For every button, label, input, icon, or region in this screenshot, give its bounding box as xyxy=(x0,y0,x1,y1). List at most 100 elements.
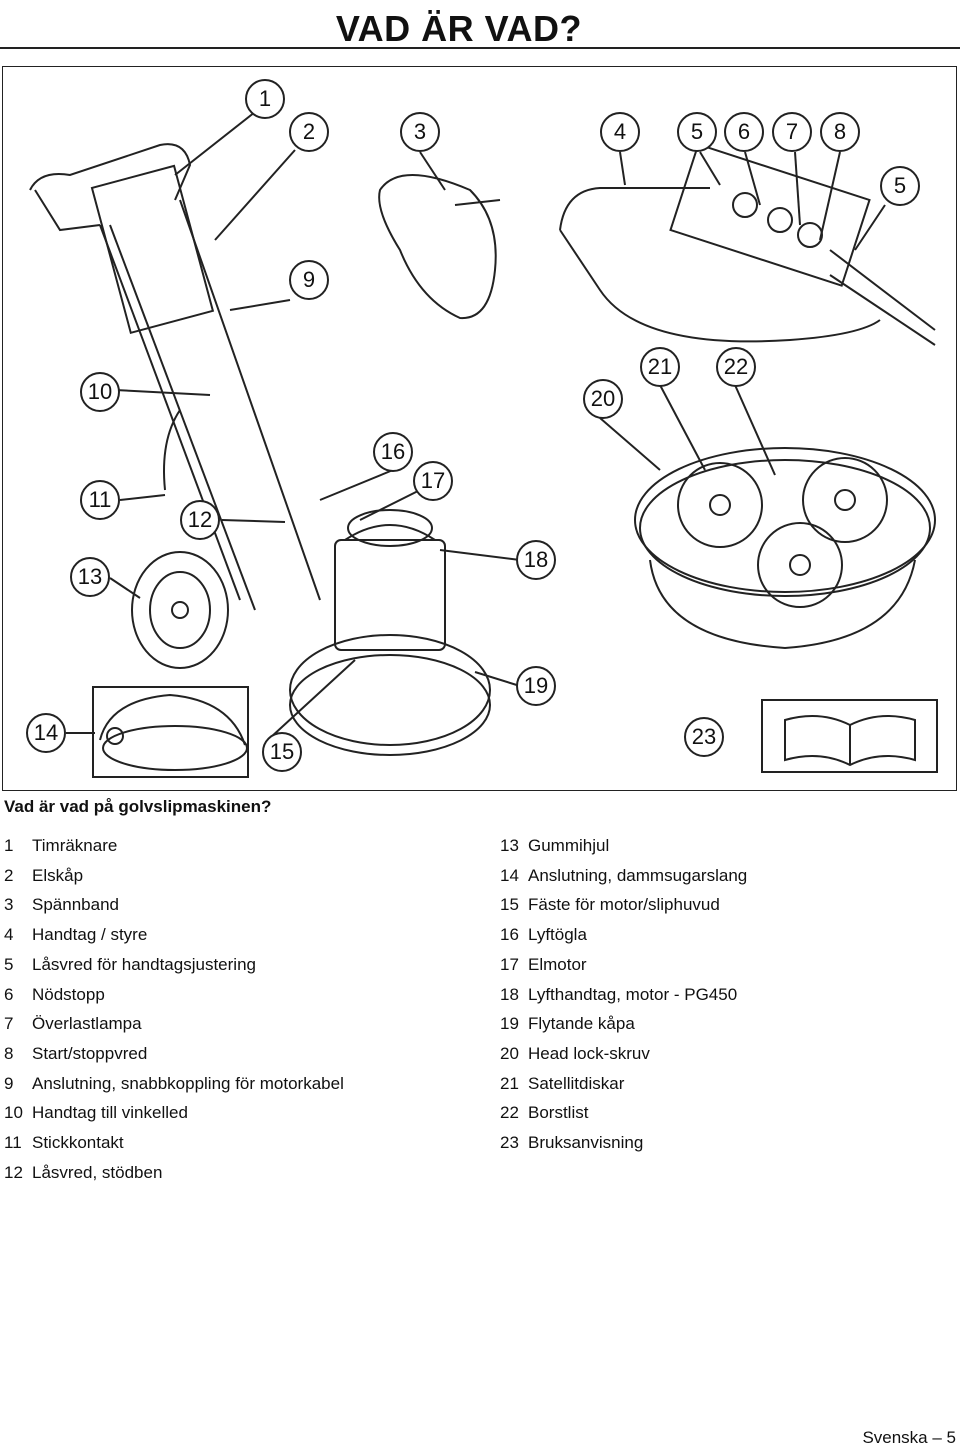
legend-number: 1 xyxy=(4,836,14,855)
legend-item: 9 Anslutning, snabbkoppling för motorkabe… xyxy=(4,1069,344,1099)
legend-label: Nödstopp xyxy=(32,984,105,1004)
legend-number: 21 xyxy=(500,1073,519,1093)
legend-right: 13 Gummihjul 14 Anslutning, dammsugarslang… xyxy=(500,831,747,1158)
legend-number: 22 xyxy=(500,1103,519,1123)
callout-18: 18 xyxy=(516,540,556,580)
legend-label: Låsvred för handtagsjustering xyxy=(32,954,256,974)
legend-item: 6 Nödstopp xyxy=(4,980,344,1010)
callout-6: 6 xyxy=(724,112,764,152)
callout-1: 1 xyxy=(245,79,285,119)
legend-label: Borstlist xyxy=(528,1103,589,1123)
legend-item: 17 Elmotor xyxy=(500,950,747,980)
legend-item: 18 Lyfthandtag, motor - PG450 xyxy=(500,980,747,1010)
legend-item: 20 Head lock-skruv xyxy=(500,1039,747,1069)
callout-22: 22 xyxy=(716,347,756,387)
legend-item: 23 Bruksanvisning xyxy=(500,1128,747,1158)
legend-label: Stickkontakt xyxy=(32,1133,124,1153)
legend-item: 12 Låsvred, stödben xyxy=(4,1158,344,1188)
callout-9: 9 xyxy=(289,260,329,300)
legend-label: Fäste för motor/sliphuvud xyxy=(528,895,720,915)
legend-item: 14 Anslutning, dammsugarslang xyxy=(500,861,747,891)
legend-item: 21 Satellitdiskar xyxy=(500,1069,747,1099)
callout-21: 21 xyxy=(640,347,680,387)
callout-5: 5 xyxy=(677,112,717,152)
legend-label: Start/stoppvred xyxy=(32,1043,148,1063)
legend-label: Anslutning, dammsugarslang xyxy=(528,865,748,885)
callout-20: 20 xyxy=(583,379,623,419)
callout-15: 15 xyxy=(262,732,302,772)
callout-12: 12 xyxy=(180,500,220,540)
callout-19: 19 xyxy=(516,666,556,706)
legend-label: Låsvred, stödben xyxy=(32,1162,163,1182)
legend-number: 2 xyxy=(4,865,14,885)
legend-label: Spännband xyxy=(32,895,119,915)
legend-number: 17 xyxy=(500,954,519,974)
callout-13: 13 xyxy=(70,557,110,597)
callout-14: 14 xyxy=(26,713,66,753)
legend-number: 18 xyxy=(500,984,519,1004)
figure-frame xyxy=(2,66,957,791)
legend-item: 11 Stickkontakt xyxy=(4,1128,344,1158)
legend-label: Head lock-skruv xyxy=(528,1043,650,1063)
legend-number: 6 xyxy=(4,984,14,1004)
page-footer: Svenska – 5 xyxy=(862,1428,956,1447)
legend-item: 10 Handtag till vinkelled xyxy=(4,1098,344,1128)
legend-item: 19 Flytande kåpa xyxy=(500,1009,747,1039)
legend-label: Överlastlampa xyxy=(32,1014,142,1034)
legend-number: 5 xyxy=(4,954,14,974)
legend-item: 7 Överlastlampa xyxy=(4,1009,344,1039)
legend-number: 3 xyxy=(4,895,14,915)
legend-number: 13 xyxy=(500,836,519,855)
legend-label: Gummihjul xyxy=(528,836,610,855)
callout-7: 7 xyxy=(772,112,812,152)
legend-item: 13 Gummihjul xyxy=(500,831,747,861)
legend-item: 5 Låsvred för handtagsjustering xyxy=(4,950,344,980)
legend-label: Elmotor xyxy=(528,954,587,974)
legend-number: 9 xyxy=(4,1073,14,1093)
legend-number: 16 xyxy=(500,925,519,945)
page-title: VAD ÄR VAD? xyxy=(335,8,582,49)
callout-8: 8 xyxy=(820,112,860,152)
legend-item: 4 Handtag / styre xyxy=(4,920,344,950)
legend-label: Handtag / styre xyxy=(32,925,148,945)
legend-number: 15 xyxy=(500,895,519,915)
legend-item: 15 Fäste för motor/sliphuvud xyxy=(500,890,747,920)
legend-item: 2 Elskåp xyxy=(4,861,344,891)
legend-label: Bruksanvisning xyxy=(528,1133,644,1153)
legend-number: 10 xyxy=(4,1103,23,1123)
legend-number: 7 xyxy=(4,1014,14,1034)
legend-item: 3 Spännband xyxy=(4,890,344,920)
callout-11: 11 xyxy=(80,480,120,520)
legend-number: 12 xyxy=(4,1162,23,1182)
legend-item: 16 Lyftögla xyxy=(500,920,747,950)
legend-label: Lyfthandtag, motor - PG450 xyxy=(528,984,738,1004)
legend-number: 8 xyxy=(4,1043,14,1063)
legend-label: Handtag till vinkelled xyxy=(32,1103,188,1123)
callout-3: 3 xyxy=(400,112,440,152)
callout-5b: 5 xyxy=(880,166,920,206)
callout-23: 23 xyxy=(684,717,724,757)
legend-label: Flytande kåpa xyxy=(528,1014,635,1034)
callout-16: 16 xyxy=(373,432,413,472)
legend-label: Timräknare xyxy=(32,836,118,855)
legend-number: 19 xyxy=(500,1014,519,1034)
legend-label: Elskåp xyxy=(32,865,84,885)
callout-17: 17 xyxy=(413,461,453,501)
header-rule xyxy=(0,47,960,49)
legend-label: Lyftögla xyxy=(528,925,587,945)
figure-subtitle: Vad är vad på golvslipmaskinen? xyxy=(4,797,272,816)
legend-item: 22 Borstlist xyxy=(500,1098,747,1128)
legend-number: 4 xyxy=(4,925,14,945)
callout-2: 2 xyxy=(289,112,329,152)
legend-item: 1 Timräknare xyxy=(4,831,344,861)
legend-item: 8 Start/stoppvred xyxy=(4,1039,344,1069)
legend-number: 23 xyxy=(500,1133,519,1153)
legend-label: Anslutning, snabbkoppling för motorkabel xyxy=(32,1073,344,1093)
legend-number: 11 xyxy=(4,1133,22,1153)
callout-10: 10 xyxy=(80,372,120,412)
legend-label: Satellitdiskar xyxy=(528,1073,625,1093)
callout-4: 4 xyxy=(600,112,640,152)
legend-number: 14 xyxy=(500,865,519,885)
legend-number: 20 xyxy=(500,1043,519,1063)
